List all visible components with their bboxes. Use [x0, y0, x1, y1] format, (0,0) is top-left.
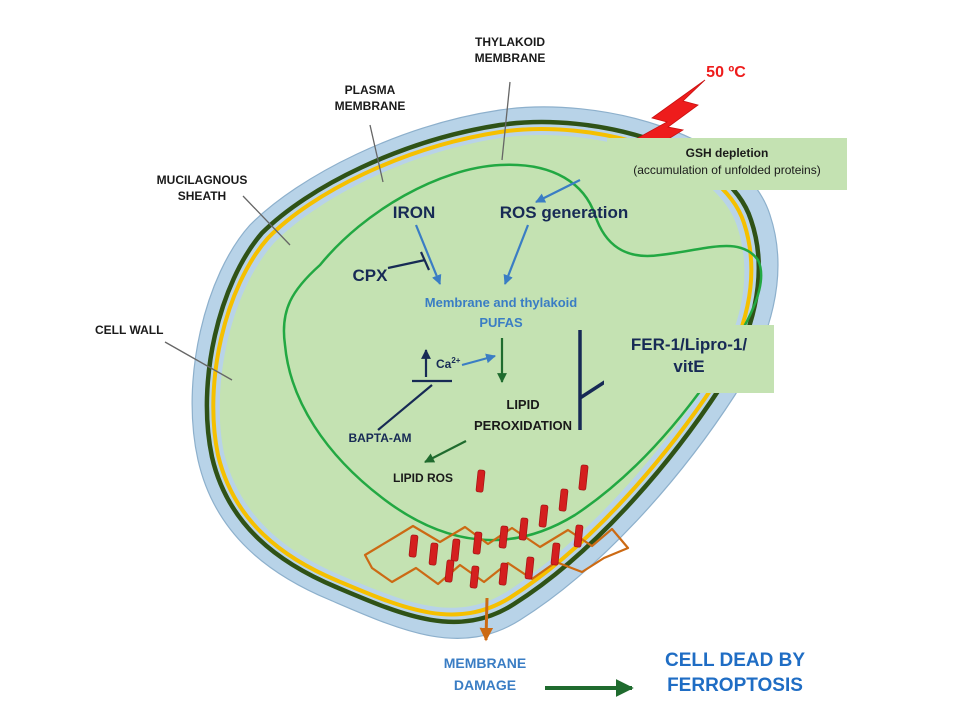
cpx-label: CPX: [352, 266, 388, 285]
membrane-damage-zigzag: [363, 524, 630, 586]
lipid-ros-mark: [498, 562, 509, 586]
sheath-pointer: [242, 195, 291, 246]
lipid-ros-mark: [573, 524, 584, 548]
peroxidation-to-lipid-ros-arrow: [424, 440, 467, 463]
ros-generation-label: ROS generation: [499, 203, 629, 222]
lipid-ros-mark: [498, 525, 509, 549]
cytoplasm: [219, 135, 745, 608]
gsh-label: GSH depletion(accumulation of unfolded p…: [633, 146, 821, 178]
lipid-ros-mark: [444, 559, 455, 583]
calcium-label: Ca2+: [436, 356, 461, 371]
ros-arrow: [503, 224, 530, 285]
temperature-label: 50 ºC: [706, 64, 746, 81]
plasma-pointer: [369, 124, 384, 183]
inhibitors-label: FER-1/Lipro-1/vitE: [630, 335, 748, 377]
iron-label: IRON: [392, 203, 436, 222]
damage-arrow: [479, 597, 494, 642]
lipid-ros-label: LIPID ROS: [392, 471, 453, 485]
iron-arrow: [414, 224, 442, 285]
cell-wall: [204, 119, 762, 625]
lipid-ros-marks: [408, 464, 589, 589]
cell-wall-label: CELL WALL: [95, 323, 164, 337]
lipid-ros-mark: [469, 565, 480, 589]
lipid-ros-mark: [450, 538, 461, 562]
cpx-inhibition: [387, 251, 431, 271]
gsh-to-ros-arrow: [535, 179, 581, 203]
thylakoid-pointer: [501, 81, 511, 161]
lipid-ros-mark: [428, 542, 439, 566]
inhibitor-box: [604, 325, 774, 393]
plasma-membrane: [211, 127, 754, 617]
wall-pointer: [164, 341, 233, 381]
lipid-ros-mark: [524, 556, 535, 580]
lipid-ros-mark: [550, 542, 561, 566]
lipid-ros-mark: [472, 531, 483, 555]
lipid-ros-mark: [518, 517, 529, 541]
calcium-arrow: [461, 353, 496, 367]
bapta-inhibition: [377, 379, 452, 431]
lipid-ros-mark: [558, 488, 569, 512]
gsh-box: [607, 138, 847, 190]
lipid-ros-mark: [578, 464, 589, 491]
lipid-ros-mark: [408, 534, 419, 558]
lipid-ros-mark: [475, 469, 486, 493]
lipid-ros-mark: [538, 504, 549, 528]
bapta-label: BAPTA-AM: [348, 431, 412, 445]
